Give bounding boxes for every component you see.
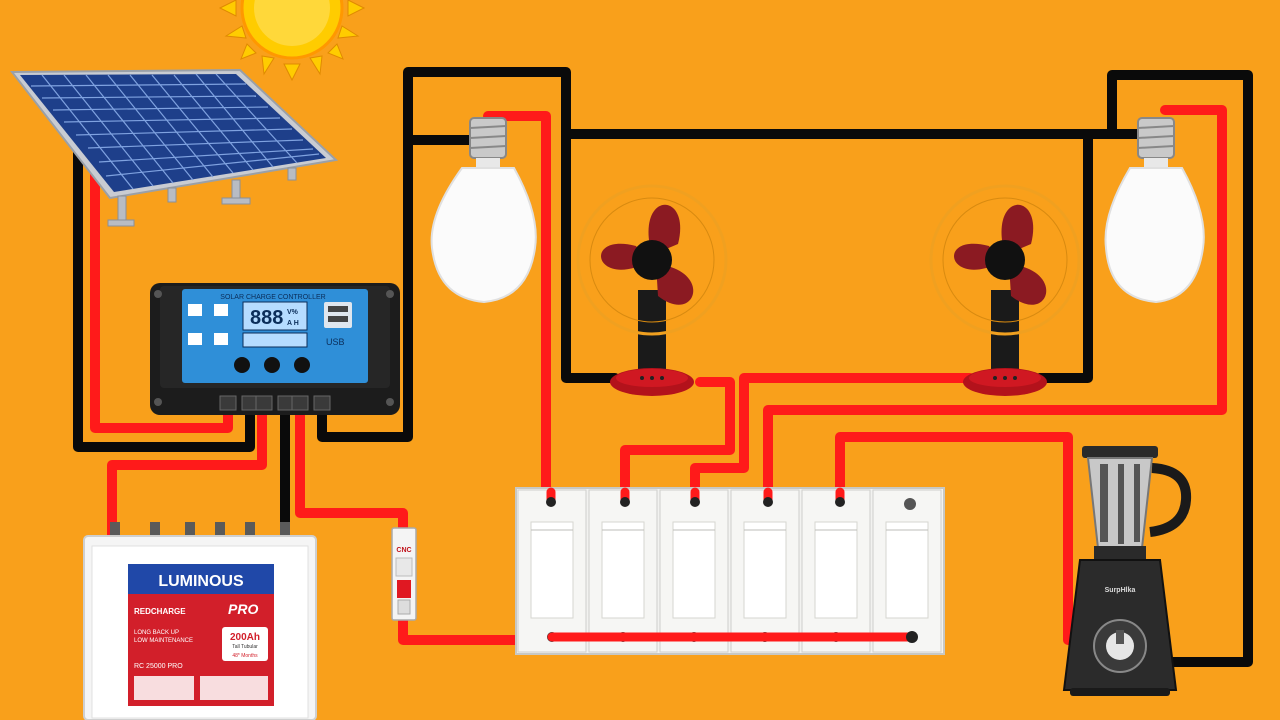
red-wire-panel-controller (90, 153, 233, 433)
controller-unit-top: V% (287, 309, 299, 316)
battery-type: Tall Tubular (232, 644, 258, 650)
wires (73, 67, 1253, 667)
black-wire-panel-controller (73, 135, 255, 452)
battery-line2: LOW MAINTENANCE (134, 638, 193, 644)
bulb-icon (430, 117, 537, 304)
mcb-toggle[interactable] (397, 580, 411, 598)
clock-icon (188, 333, 202, 345)
switch-icon[interactable] (801, 489, 871, 653)
fan-icon (929, 184, 1081, 396)
controller-title: SOLAR CHARGE CONTROLLER (220, 294, 325, 301)
mcb-brand: CNC (396, 547, 411, 554)
battery-line1: LONG BACK UP (134, 630, 179, 636)
red-wire-controller-mcb (295, 403, 408, 535)
sun-icon (218, 0, 366, 82)
controller-button-1[interactable] (234, 357, 250, 373)
menu-icon (188, 304, 202, 316)
fan-icon (576, 184, 728, 396)
switch-terminals (546, 497, 918, 643)
battery-brand-banner (128, 564, 274, 594)
battery-brand: LUMINOUS (158, 573, 244, 590)
bulb-icon (1104, 117, 1205, 304)
mcb-breaker-icon[interactable]: CNC (391, 527, 417, 621)
controller-unit-bottom: A H (287, 320, 299, 327)
mixer-brand: SurpHlka (1105, 587, 1136, 594)
mixer-grinder-icon[interactable]: SurpHlka (1062, 446, 1192, 696)
controller-icons (188, 304, 228, 345)
controller-button-3[interactable] (294, 357, 310, 373)
battery-model: RC 25000 PRO (134, 663, 183, 670)
red-wire-fan1 (620, 377, 735, 505)
battery-warranty: 48* Months (232, 653, 258, 659)
red-wire-battery-pos (107, 403, 267, 543)
settings-icon (214, 304, 228, 316)
controller-terminals (219, 395, 331, 411)
black-wire-right-loop (1107, 70, 1253, 667)
controller-button-2[interactable] (264, 357, 280, 373)
switch-icon[interactable] (588, 489, 658, 653)
battery-capacity: 200Ah (230, 632, 260, 643)
red-wire-bulb2 (763, 105, 1227, 505)
red-wire-fan2 (690, 373, 975, 505)
switch-icon[interactable] (872, 489, 942, 653)
switch-icon[interactable] (659, 489, 729, 653)
battery-pro: PRO (228, 601, 258, 617)
usb-label: USB (326, 337, 345, 347)
controller-lcd-digits: 888 (250, 307, 283, 329)
solar-panel-icon (9, 68, 339, 227)
battery: LUMINOUS REDCHARGE PRO LONG BACK UP LOW … (83, 522, 317, 720)
usb-ports (324, 302, 352, 328)
battery-series: REDCHARGE (134, 607, 186, 616)
switch-icon[interactable] (730, 489, 800, 653)
lock-icon (214, 333, 228, 345)
charge-controller: SOLAR CHARGE CONTROLLER 888 V% A H USB (150, 283, 400, 415)
black-wire-controller-load-main (317, 67, 620, 442)
controller-lcd (242, 301, 308, 331)
black-wire-fan2 (1035, 129, 1093, 383)
switch-icon[interactable] (517, 489, 587, 653)
switch-board (515, 487, 945, 655)
